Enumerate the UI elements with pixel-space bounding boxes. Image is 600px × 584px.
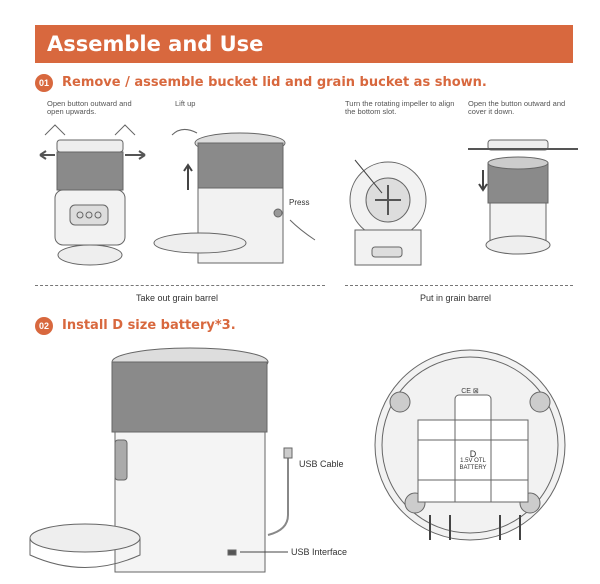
- feeder-open-lid-illustration: [39, 124, 146, 266]
- battery-size: D: [469, 449, 477, 459]
- feeder-cover-lid-illustration: [468, 139, 578, 255]
- label-take-out-grain-barrel: Take out grain barrel: [136, 293, 219, 303]
- divider: [345, 285, 573, 286]
- step-number-02: 02: [35, 317, 53, 335]
- battery-word: BATTERY: [459, 465, 487, 471]
- battery-spec: 1.5V OTL: [460, 458, 486, 464]
- page-title: Assemble and Use: [47, 32, 264, 56]
- feeder-lift-bucket-illustration: [153, 129, 316, 264]
- caption-turn-impeller: Turn the rotating impeller to align the …: [345, 99, 455, 116]
- battery-label-center: D 1.5V OTL BATTERY: [459, 449, 487, 472]
- step-title-02: Install D size battery*3.: [62, 318, 236, 333]
- usb-cable-label: USB Cable: [299, 459, 344, 469]
- feeder-bottom-battery-illustration: CE ⊠: [374, 349, 566, 541]
- caption-open-button: Open button outward and open upwards.: [47, 99, 132, 116]
- caption-lift-up: Lift up: [175, 99, 196, 108]
- feeder-side-illustration: [29, 347, 293, 573]
- section-header: Assemble and Use: [35, 25, 573, 63]
- divider: [35, 285, 325, 286]
- step-title-01: Remove / assemble bucket lid and grain b…: [62, 75, 487, 90]
- press-label: Press: [289, 198, 310, 207]
- svg-text:CE ⊠: CE ⊠: [461, 388, 479, 395]
- step1-illustrations: [39, 124, 578, 266]
- step2-illustrations: CE ⊠: [29, 347, 566, 573]
- step-number-01: 01: [35, 74, 53, 92]
- label-put-in-grain-barrel: Put in grain barrel: [420, 293, 492, 303]
- caption-cover-down: Open the button outward and cover it dow…: [468, 99, 566, 116]
- feeder-impeller-illustration: [349, 159, 427, 266]
- usb-interface-label: USB Interface: [291, 547, 348, 557]
